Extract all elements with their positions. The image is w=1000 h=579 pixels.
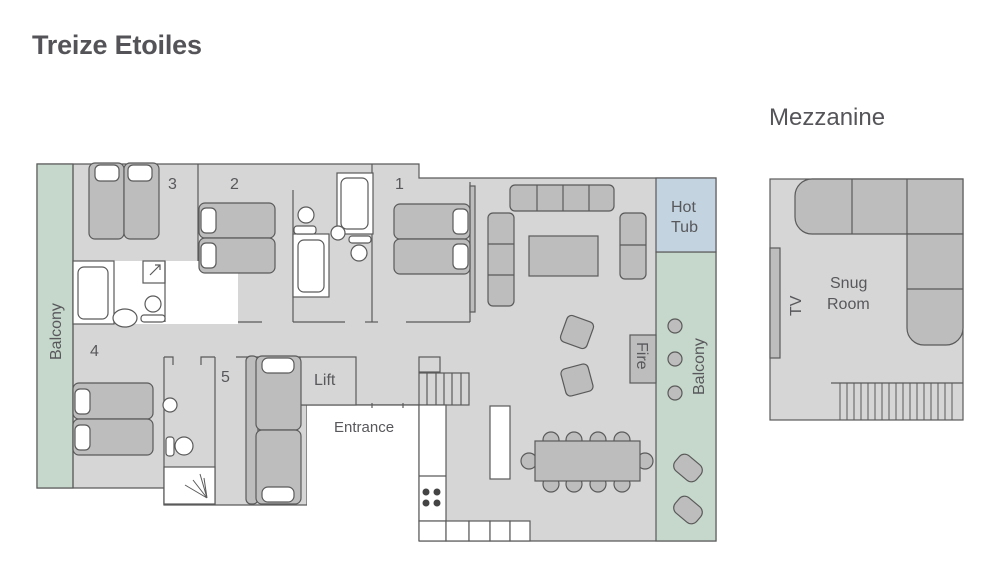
- bedroom-2-label: 2: [230, 176, 239, 193]
- balcony-left-label: Balcony: [48, 303, 65, 360]
- fireplace: [629, 334, 657, 384]
- bedroom-3-label: 3: [168, 176, 177, 193]
- stairs: [418, 356, 470, 406]
- balcony-right-label: Balcony: [691, 338, 708, 395]
- entrance-label: Entrance: [334, 419, 394, 436]
- mezzanine-title: Mezzanine: [769, 104, 886, 131]
- fire-label: Fire: [633, 342, 650, 370]
- snug-room-label-1: Snug: [830, 275, 867, 292]
- kitchen: [418, 404, 531, 542]
- hot-tub-label-1: Hot: [671, 199, 696, 216]
- page-title: Treize Etoiles: [32, 30, 202, 60]
- snug-room-label-2: Room: [827, 296, 870, 313]
- bedroom-1-label: 1: [395, 176, 404, 193]
- tv: [769, 247, 781, 359]
- mezzanine-plan: [769, 178, 964, 421]
- hot-tub: [655, 177, 717, 253]
- bedroom-5-label: 5: [221, 369, 230, 386]
- lift: [299, 356, 357, 406]
- tv-label: TV: [788, 295, 805, 316]
- bedroom-4-label: 4: [90, 343, 99, 360]
- balcony-left: [36, 163, 74, 489]
- lift-label: Lift: [314, 372, 336, 389]
- furniture: [72, 162, 703, 525]
- hot-tub-label-2: Tub: [671, 219, 698, 236]
